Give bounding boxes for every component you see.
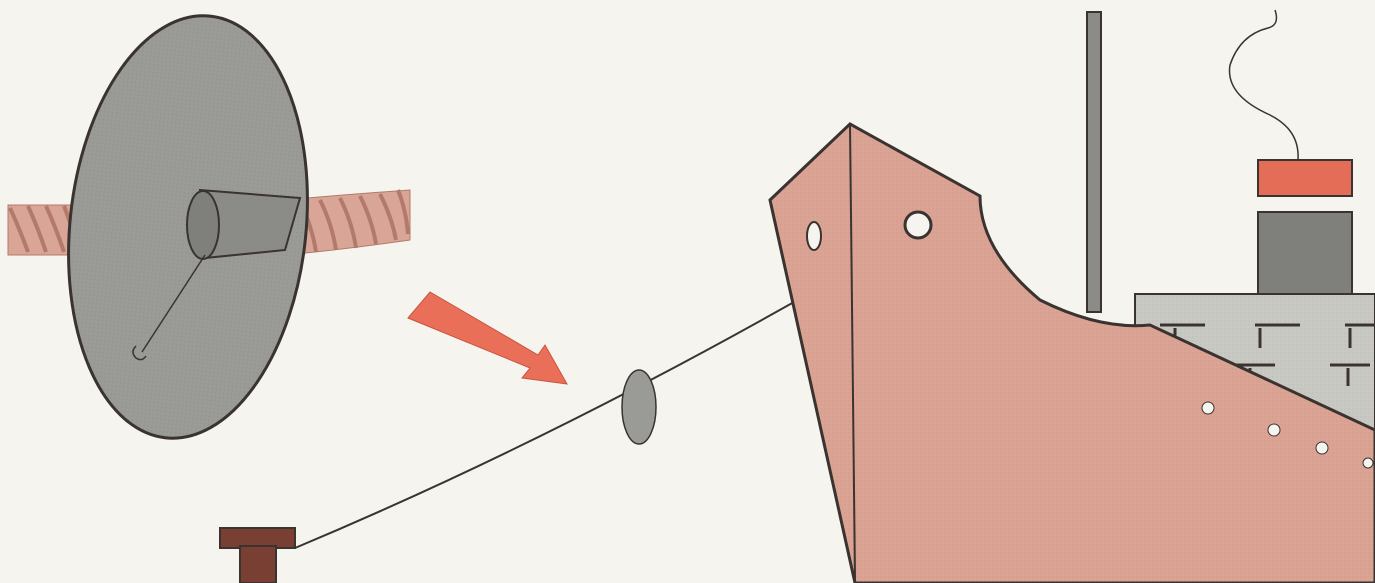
ship-bow-icon [768, 122, 1375, 583]
smoke-icon [1228, 9, 1299, 161]
funnel-icon [1257, 159, 1353, 299]
porthole [1201, 401, 1215, 415]
mast-icon [1086, 11, 1102, 313]
porthole [1315, 441, 1329, 455]
porthole [1362, 457, 1374, 469]
mooring-rope-icon [7, 189, 411, 256]
hawse-hole-right [903, 210, 933, 240]
bollard-icon [219, 527, 296, 583]
porthole [1267, 423, 1281, 437]
pointer-arrow-icon [407, 291, 568, 385]
rat-guard-disc-icon [67, 14, 309, 440]
rat-guard-small-icon [621, 369, 657, 445]
hawse-hole-left [806, 221, 822, 251]
